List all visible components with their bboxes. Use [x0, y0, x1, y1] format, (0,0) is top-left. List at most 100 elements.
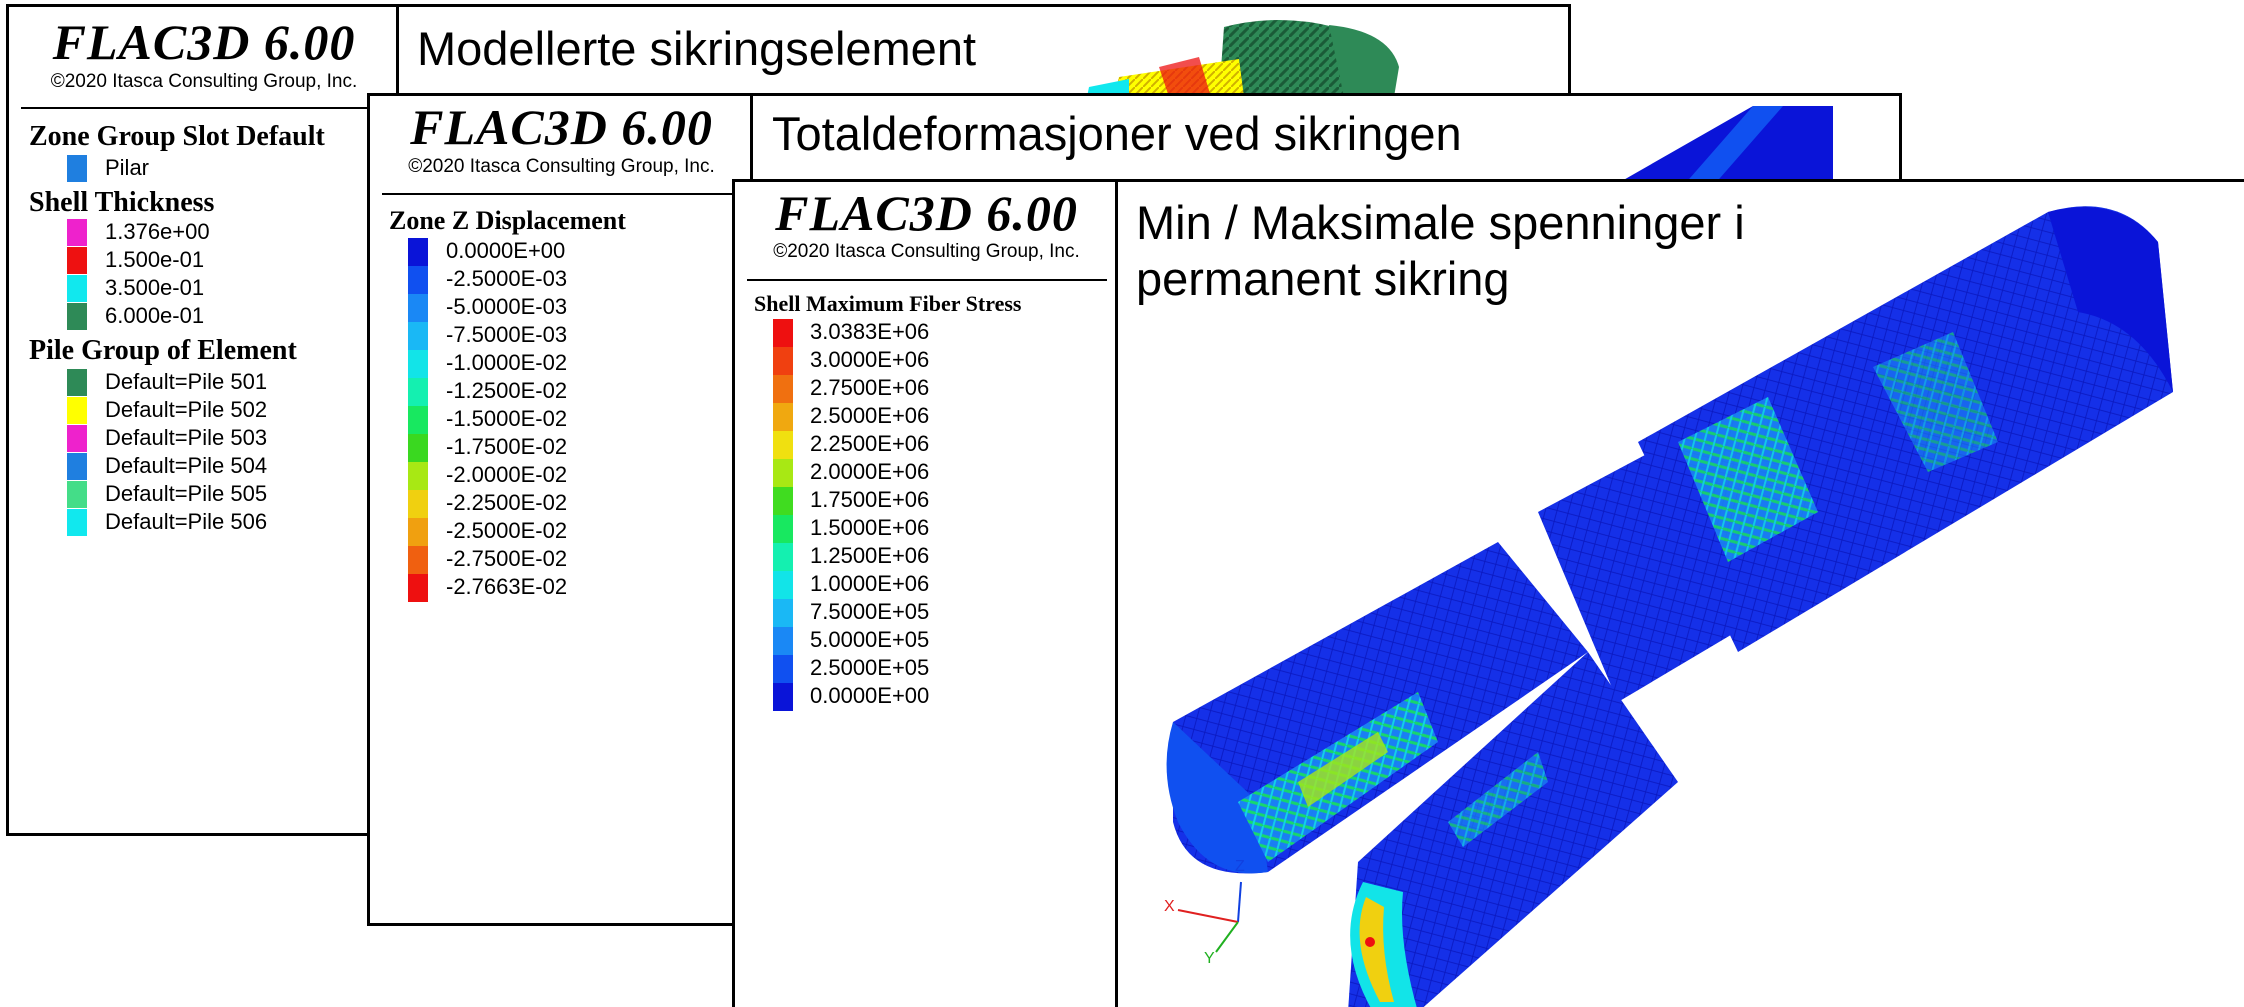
legend-entry-label: Default=Pile 503: [105, 425, 268, 450]
legend-entry-label: Default=Pile 504: [105, 453, 268, 478]
legend-heading-shell-thickness: Shell Thickness: [29, 187, 215, 218]
legend-entry-label: 1.5000E+06: [810, 515, 930, 540]
support-elements-render: [1087, 20, 1399, 97]
axis-label-x: X: [1164, 898, 1175, 915]
flac3d-logo-title: FLAC3D 6.00: [775, 185, 1078, 241]
legend-swatch: [67, 247, 87, 274]
legend-entry-label: -2.0000E-02: [446, 462, 568, 487]
legend-entry-label: 2.2500E+06: [810, 431, 930, 456]
legend-entry-label: -1.5000E-02: [446, 406, 568, 431]
legend-swatch: [67, 509, 87, 536]
legend-swatch: [67, 369, 87, 396]
logo-divider: [21, 107, 387, 109]
legend-panel-total-deformation: FLAC3D 6.00 ©2020 Itasca Consulting Grou…: [370, 96, 753, 923]
legend-entry-label: 2.5000E+05: [810, 655, 930, 680]
deformation-render: [1613, 106, 1833, 186]
legend-entry-label: 7.5000E+05: [810, 599, 930, 624]
legend-swatch: [67, 481, 87, 508]
plot-title-max-stresses-line-2: permanent sikring: [1136, 252, 1510, 305]
legend-swatch: [773, 571, 793, 599]
legend-swatch: [408, 238, 428, 266]
legend-entry-label: 2.7500E+06: [810, 375, 930, 400]
legend-swatch: [67, 425, 87, 452]
legend-entry-label: -7.5000E-03: [446, 322, 568, 347]
legend-entry-label: -2.5000E-03: [446, 266, 568, 291]
legend-swatch: [773, 431, 793, 459]
legend-heading-zone-group: Zone Group Slot Default: [29, 121, 325, 152]
legend-entry-label: 1.7500E+06: [810, 487, 930, 512]
legend-entry-label: -2.2500E-02: [446, 490, 568, 515]
legend-swatch: [773, 655, 793, 683]
legend-entry-label: Default=Pile 501: [105, 369, 268, 394]
legend-entry-label: 1.376e+00: [105, 219, 210, 244]
legend-entry-label: 1.500e-01: [105, 247, 205, 272]
legend-entry-label: -2.7663E-02: [446, 574, 568, 599]
legend-swatch: [408, 490, 428, 518]
legend-entry-label: Default=Pile 506: [105, 509, 268, 534]
legend-entry-label: -5.0000E-03: [446, 294, 568, 319]
legend-entry-label: 3.0000E+06: [810, 347, 930, 372]
legend-swatch: [773, 375, 793, 403]
legend-entry-label: -1.2500E-02: [446, 378, 568, 403]
legend-swatch: [67, 397, 87, 424]
legend-entry-label: -2.5000E-02: [446, 518, 568, 543]
legend-entry-label: 2.0000E+06: [810, 459, 930, 484]
plot-area-max-stresses[interactable]: Z X Y: [1118, 182, 2244, 1007]
legend-swatch: [773, 627, 793, 655]
legend-entry-label: 0.0000E+00: [446, 238, 566, 263]
copyright-text: ©2020 Itasca Consulting Group, Inc.: [773, 241, 1080, 262]
legend-entry-label: Default=Pile 502: [105, 397, 268, 422]
legend-swatch: [773, 543, 793, 571]
legend-swatch: [408, 294, 428, 322]
legend-swatch: [67, 453, 87, 480]
legend-panel-max-stresses: FLAC3D 6.00 ©2020 Itasca Consulting Grou…: [735, 182, 1118, 1007]
legend-swatch: [773, 459, 793, 487]
plot-area-support-elements[interactable]: [399, 7, 1568, 833]
legend-swatch: [67, 303, 87, 330]
legend-swatch: [408, 574, 428, 602]
legend-swatch: [408, 462, 428, 490]
legend-swatch: [67, 275, 87, 302]
legend-entry-label: 0.0000E+00: [810, 683, 930, 708]
logo-divider: [747, 279, 1107, 281]
flac3d-logo-title: FLAC3D 6.00: [52, 14, 356, 70]
plot-area-total-deformation[interactable]: [753, 96, 1899, 923]
axis-label-y: Y: [1204, 950, 1215, 967]
copyright-text: ©2020 Itasca Consulting Group, Inc.: [408, 156, 715, 177]
legend-entry-label: 6.000e-01: [105, 303, 205, 328]
legend-entry-label: -1.0000E-02: [446, 350, 568, 375]
legend-swatch: [773, 347, 793, 375]
legend-entry-label: 1.0000E+06: [810, 571, 930, 596]
legend-swatch: [408, 546, 428, 574]
legend-heading-pile-group: Pile Group of Element: [29, 335, 297, 366]
legend-swatch: [773, 599, 793, 627]
legend-swatch: [408, 350, 428, 378]
legend-swatch: [408, 266, 428, 294]
flac3d-logo-title: FLAC3D 6.00: [410, 99, 713, 155]
legend-swatch: [773, 515, 793, 543]
legend-entry-label: -1.7500E-02: [446, 434, 568, 459]
legend-entry-label: 3.0383E+06: [810, 319, 930, 344]
legend-entry-label: Pilar: [105, 155, 150, 180]
legend-panel-support-elements: FLAC3D 6.00 ©2020 Itasca Consulting Grou…: [9, 7, 399, 833]
legend-swatch: [67, 155, 87, 182]
legend-heading-shell-max-fiber-stress: Shell Maximum Fiber Stress: [754, 291, 1022, 316]
legend-heading-zone-z-displacement: Zone Z Displacement: [389, 206, 626, 235]
copyright-text: ©2020 Itasca Consulting Group, Inc.: [50, 71, 358, 92]
axis-label-z: Z: [1235, 858, 1245, 875]
legend-entry-label: -2.7500E-02: [446, 546, 568, 571]
legend-swatch: [67, 219, 87, 246]
legend-entry-label: 5.0000E+05: [810, 627, 930, 652]
legend-swatch: [408, 378, 428, 406]
fiber-stress-render: [1166, 206, 2173, 1007]
logo-divider: [382, 193, 742, 195]
plot-title-support-elements: Modellerte sikringselement: [417, 22, 977, 75]
legend-entry-label: 3.500e-01: [105, 275, 205, 300]
legend-swatch: [773, 319, 793, 347]
legend-swatch: [773, 683, 793, 711]
legend-swatch: [773, 487, 793, 515]
legend-swatch: [773, 403, 793, 431]
plot-window-max-stresses: Z X Y Min / Maksimale spenninger i perma…: [732, 179, 2244, 1007]
plot-title-total-deformation: Totaldeformasjoner ved sikringen: [772, 107, 1462, 160]
legend-swatch: [408, 322, 428, 350]
